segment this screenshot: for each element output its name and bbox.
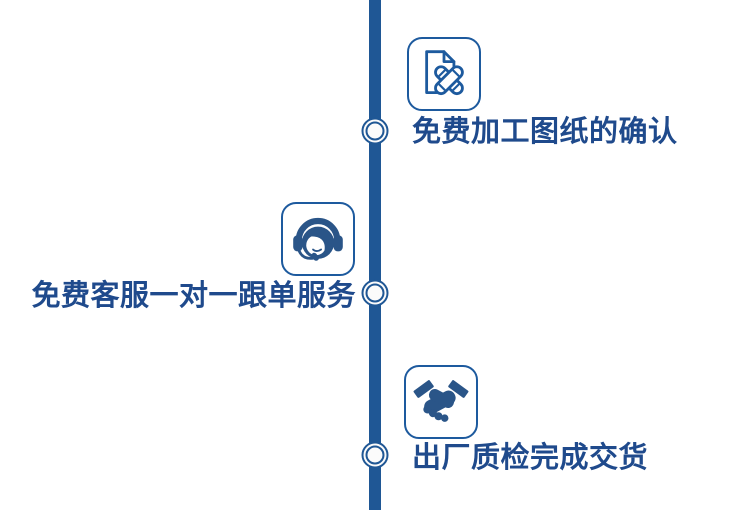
step-label-factory-inspection-delivery: 出厂质检完成交货 — [412, 440, 649, 474]
handshake-icon — [404, 365, 478, 439]
timeline-node-3 — [361, 441, 389, 469]
timeline-line — [369, 0, 381, 510]
drawing-document-icon — [407, 37, 481, 111]
timeline-node-2 — [361, 279, 389, 307]
customer-service-headset-icon — [281, 202, 355, 276]
step-label-drawing-confirmation: 免费加工图纸的确认 — [412, 114, 678, 148]
step-label-customer-service: 免费客服一对一跟单服务 — [31, 278, 356, 312]
timeline-node-1 — [361, 117, 389, 145]
